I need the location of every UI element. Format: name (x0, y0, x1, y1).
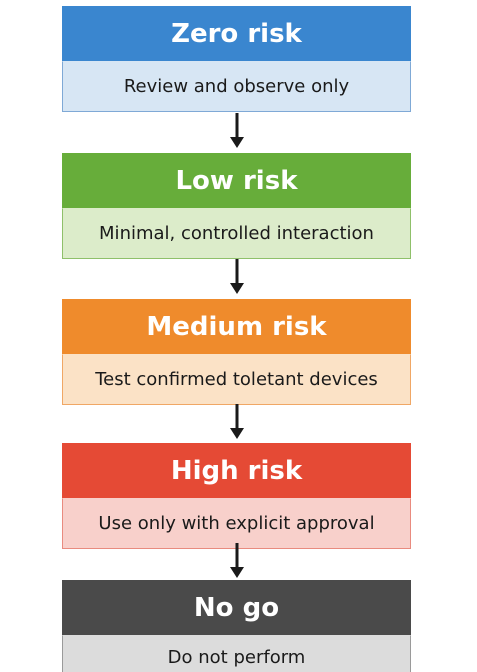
level-title: High risk (62, 443, 411, 498)
down-arrow-icon (229, 543, 245, 579)
level-title: Medium risk (62, 299, 411, 354)
down-arrow-icon (229, 113, 245, 149)
down-arrow-icon (229, 404, 245, 440)
level-title: No go (62, 580, 411, 635)
level-description: Review and observe only (62, 61, 411, 112)
level-description: Test confirmed toletant devices (62, 354, 411, 405)
level-high-risk: High risk Use only with explicit approva… (62, 443, 411, 549)
level-title: Zero risk (62, 6, 411, 61)
level-title: Low risk (62, 153, 411, 208)
level-medium-risk: Medium risk Test confirmed toletant devi… (62, 299, 411, 405)
level-description: Use only with explicit approval (62, 498, 411, 549)
down-arrow-icon (229, 259, 245, 295)
level-description: Minimal, controlled interaction (62, 208, 411, 259)
level-no-go: No go Do not perform (62, 580, 411, 672)
level-zero-risk: Zero risk Review and observe only (62, 6, 411, 112)
level-low-risk: Low risk Minimal, controlled interaction (62, 153, 411, 259)
level-description: Do not perform (62, 635, 411, 672)
